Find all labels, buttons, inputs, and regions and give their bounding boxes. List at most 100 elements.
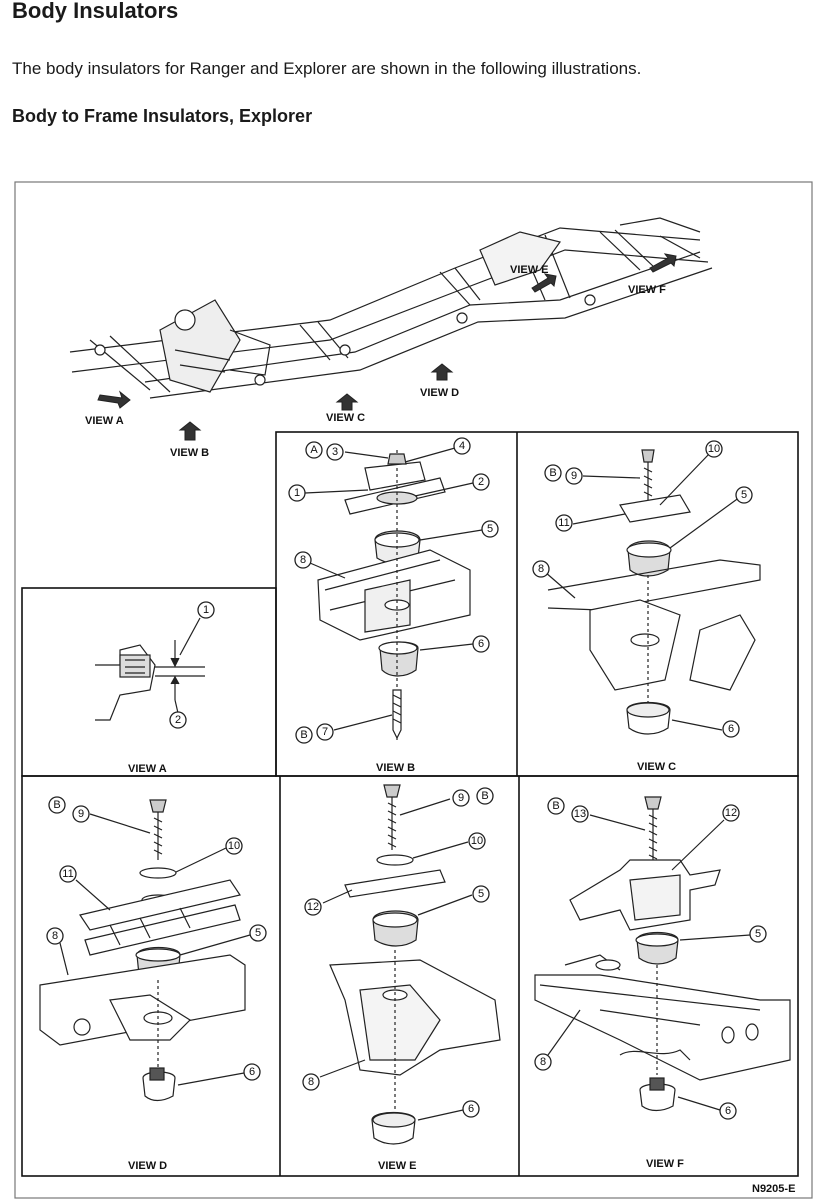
view-e-caption: VIEW E [378, 1160, 417, 1172]
svg-text:9: 9 [571, 470, 577, 482]
svg-text:6: 6 [468, 1103, 474, 1115]
view-a-callout-2: 2 [169, 711, 187, 729]
svg-text:8: 8 [308, 1076, 314, 1088]
svg-text:B: B [549, 467, 556, 479]
svg-text:5: 5 [255, 927, 261, 939]
svg-text:9: 9 [458, 792, 464, 804]
svg-text:7: 7 [322, 726, 328, 738]
panel-view-e: 9 B 10 12 5 8 6 VIEW E [302, 784, 501, 1172]
svg-text:10: 10 [228, 840, 240, 852]
svg-text:10: 10 [471, 835, 483, 847]
frame-view-d-label: VIEW D [420, 387, 459, 399]
intro-paragraph: The body insulators for Ranger and Explo… [12, 59, 642, 78]
svg-text:6: 6 [728, 723, 734, 735]
panel-view-a: 1 2 VIEW A [95, 601, 215, 775]
view-b-callout-1: 1 [288, 484, 306, 502]
view-d-callout-6: 6 [243, 1063, 261, 1081]
svg-text:2: 2 [478, 476, 484, 488]
svg-text:8: 8 [540, 1056, 546, 1068]
svg-text:B: B [481, 790, 488, 802]
panel-view-c: B 9 10 5 11 8 6 VIEW C [532, 440, 761, 773]
view-d-callout-10: 10 [225, 837, 243, 855]
frame-view-e-label: VIEW E [510, 264, 549, 276]
view-c-callout-9: 9 [565, 467, 583, 485]
svg-text:10: 10 [708, 443, 720, 455]
view-f-caption: VIEW F [646, 1158, 684, 1170]
svg-text:A: A [310, 444, 318, 456]
view-f-callout-12: 12 [722, 804, 740, 822]
view-b-callout-2: 2 [472, 473, 490, 491]
view-d-callout-b: B [48, 796, 66, 814]
view-f-callout-5: 5 [749, 925, 767, 943]
view-e-callout-9: 9 [452, 789, 470, 807]
view-e-callout-6: 6 [462, 1100, 480, 1118]
view-b-callout-7: 7 [316, 723, 334, 741]
view-c-callout-8: 8 [532, 560, 550, 578]
view-e-callout-10: 10 [468, 832, 486, 850]
svg-text:8: 8 [52, 930, 58, 942]
svg-text:5: 5 [487, 523, 493, 535]
view-c-caption: VIEW C [637, 761, 676, 773]
view-d-callout-8: 8 [46, 927, 64, 945]
svg-text:5: 5 [741, 489, 747, 501]
view-d-callout-9: 9 [72, 805, 90, 823]
page-title: Body Insulators [12, 0, 179, 23]
svg-text:11: 11 [558, 517, 569, 529]
view-b-callout-8: 8 [294, 551, 312, 569]
view-f-callout-8: 8 [534, 1053, 552, 1071]
svg-text:5: 5 [478, 888, 484, 900]
panel-view-b: A 3 4 1 2 5 8 6 B 7 VIEW B [288, 437, 499, 774]
frame-view-f-label: VIEW F [628, 284, 666, 296]
view-f-callout-6: 6 [719, 1102, 737, 1120]
view-b-callout-b: B [295, 726, 313, 744]
panel-view-d: B 9 10 11 8 5 6 VIEW D [39, 796, 267, 1172]
svg-text:3: 3 [332, 446, 338, 458]
svg-text:8: 8 [300, 554, 306, 566]
view-e-callout-b: B [476, 787, 494, 805]
view-b-caption: VIEW B [376, 762, 415, 774]
panel-view-f: B 13 12 5 8 6 VIEW F [534, 796, 791, 1170]
svg-text:B: B [300, 729, 307, 741]
view-c-callout-5: 5 [735, 486, 753, 504]
view-d-callout-5: 5 [249, 924, 267, 942]
svg-text:2: 2 [175, 714, 181, 726]
view-c-callout-b: B [544, 464, 562, 482]
view-c-callout-10: 10 [705, 440, 723, 458]
view-f-callout-b: B [547, 797, 565, 815]
svg-text:B: B [552, 800, 559, 812]
view-e-callout-5: 5 [472, 885, 490, 903]
svg-text:B: B [53, 799, 60, 811]
svg-text:6: 6 [249, 1066, 255, 1078]
view-b-callout-6: 6 [472, 635, 490, 653]
frame-view-c-label: VIEW C [326, 412, 365, 424]
figure-code: N9205-E [752, 1183, 795, 1195]
view-a-caption: VIEW A [128, 763, 167, 775]
svg-text:13: 13 [574, 808, 586, 820]
svg-text:9: 9 [78, 808, 84, 820]
chassis-frame-illustration [69, 217, 713, 399]
frame-view-b-label: VIEW B [170, 447, 209, 459]
frame-view-arrows [97, 253, 677, 441]
view-c-callout-11: 11 [555, 514, 573, 532]
view-e-callout-12: 12 [304, 898, 322, 916]
view-b-callout-3: 3 [326, 443, 344, 461]
frame-view-a-label: VIEW A [85, 415, 124, 427]
section-title: Body to Frame Insulators, Explorer [12, 106, 313, 126]
svg-text:1: 1 [203, 604, 209, 616]
svg-text:1: 1 [294, 487, 300, 499]
view-b-callout-5: 5 [481, 520, 499, 538]
svg-text:5: 5 [755, 928, 761, 940]
panel-grid [21, 431, 799, 1177]
svg-text:8: 8 [538, 563, 544, 575]
view-d-callout-11: 11 [59, 865, 77, 883]
view-d-caption: VIEW D [128, 1160, 167, 1172]
svg-text:6: 6 [725, 1105, 731, 1117]
view-a-callout-1: 1 [197, 601, 215, 619]
view-b-callout-4: 4 [453, 437, 471, 455]
svg-text:6: 6 [478, 638, 484, 650]
view-c-callout-6: 6 [722, 720, 740, 738]
svg-text:4: 4 [459, 440, 465, 452]
view-e-callout-8: 8 [302, 1073, 320, 1091]
svg-text:11: 11 [62, 868, 73, 880]
